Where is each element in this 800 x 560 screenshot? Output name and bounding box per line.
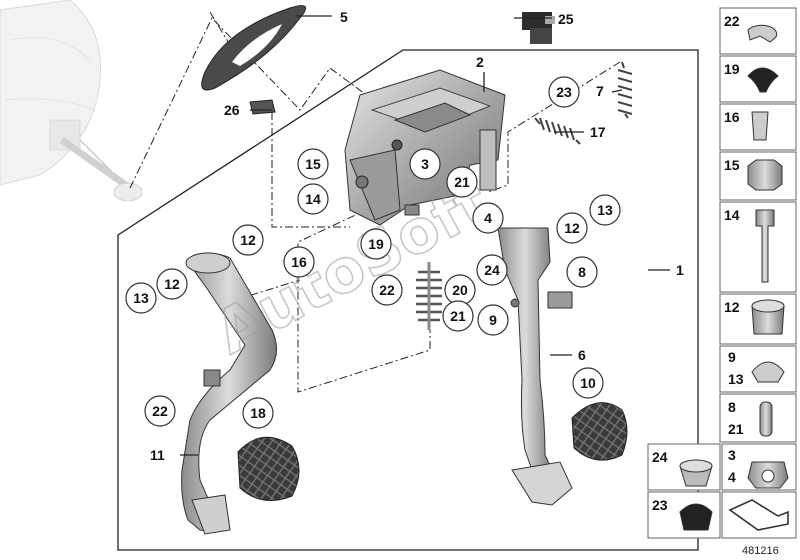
clutch-pedal-drawing xyxy=(181,252,277,535)
plain-label: 6 xyxy=(578,347,586,363)
spring-7-drawing xyxy=(617,61,633,119)
plain-labels: 5 25 2 26 7 17 1 6 11 xyxy=(150,9,684,463)
callout-label: 23 xyxy=(556,84,572,100)
callout-label: 12 xyxy=(564,220,580,236)
plain-label: 2 xyxy=(476,54,484,70)
callout-label: 13 xyxy=(597,202,613,218)
return-spring-drawing xyxy=(416,262,442,330)
plain-label: 26 xyxy=(224,102,240,118)
legend-label: 4 xyxy=(728,469,736,485)
legend-thumbnails xyxy=(679,24,789,531)
legend-labels: 22 19 16 15 14 12 9 13 8 21 24 3 4 23 xyxy=(652,13,744,513)
pivot-parts-drawing xyxy=(203,204,520,387)
legend-cell xyxy=(719,393,797,443)
brake-pad-drawing xyxy=(571,402,628,461)
legend-label: 15 xyxy=(724,157,740,173)
assembly-frame xyxy=(117,49,699,551)
callout-label: 12 xyxy=(240,232,256,248)
callout-label: 8 xyxy=(578,264,586,280)
plain-label: 1 xyxy=(676,262,684,278)
legend-label: 8 xyxy=(728,399,736,415)
legend-label: 3 xyxy=(728,447,736,463)
callout-label: 9 xyxy=(489,312,497,328)
plain-label-leaders xyxy=(180,15,670,456)
legend-label: 23 xyxy=(652,497,668,513)
parts-legend xyxy=(647,7,797,539)
legend-label: 14 xyxy=(724,207,740,223)
callout-label: 16 xyxy=(291,254,307,270)
callout-labels: 15 3 21 14 23 4 12 13 16 19 24 12 22 20 … xyxy=(133,84,613,421)
plain-label: 7 xyxy=(596,83,604,99)
legend-label: 9 xyxy=(728,349,736,365)
plain-label: 25 xyxy=(558,11,574,27)
callout-label: 19 xyxy=(368,236,384,252)
callout-label: 24 xyxy=(484,262,500,278)
plain-label: 17 xyxy=(590,124,606,140)
spring-17-drawing xyxy=(534,117,581,145)
legend-label: 12 xyxy=(724,299,740,315)
callout-label: 12 xyxy=(164,276,180,292)
callout-label: 14 xyxy=(305,191,321,207)
legend-label: 24 xyxy=(652,449,668,465)
legend-cell xyxy=(721,491,797,539)
callout-label: 22 xyxy=(379,282,395,298)
brake-booster-drawing xyxy=(0,0,143,202)
callout-label: 3 xyxy=(421,156,429,172)
callout-circles xyxy=(125,76,621,429)
callout-label: 13 xyxy=(133,290,149,306)
catalog-id: 481216 xyxy=(742,545,779,557)
legend-label: 16 xyxy=(724,109,740,125)
sensor-drawing xyxy=(522,12,555,44)
callout-label: 15 xyxy=(305,156,321,172)
clip-drawing xyxy=(249,99,276,115)
legend-label: 22 xyxy=(724,13,740,29)
plain-label: 11 xyxy=(150,447,165,463)
callout-label: 21 xyxy=(450,308,466,324)
legend-label: 21 xyxy=(728,421,744,437)
clutch-pad-drawing xyxy=(237,436,300,501)
washer-drawing xyxy=(201,5,307,91)
callout-label: 21 xyxy=(454,174,470,190)
pedal-bracket-drawing xyxy=(344,69,506,226)
legend-cell xyxy=(719,345,797,393)
callout-label: 20 xyxy=(452,282,468,298)
callout-label: 22 xyxy=(152,403,168,419)
brake-pedal-drawing xyxy=(497,227,573,506)
callout-label: 10 xyxy=(580,375,596,391)
callout-label: 4 xyxy=(484,210,492,226)
legend-label: 19 xyxy=(724,61,740,77)
callout-label: 18 xyxy=(250,405,266,421)
legend-label: 13 xyxy=(728,371,744,387)
plain-label: 5 xyxy=(340,9,348,25)
